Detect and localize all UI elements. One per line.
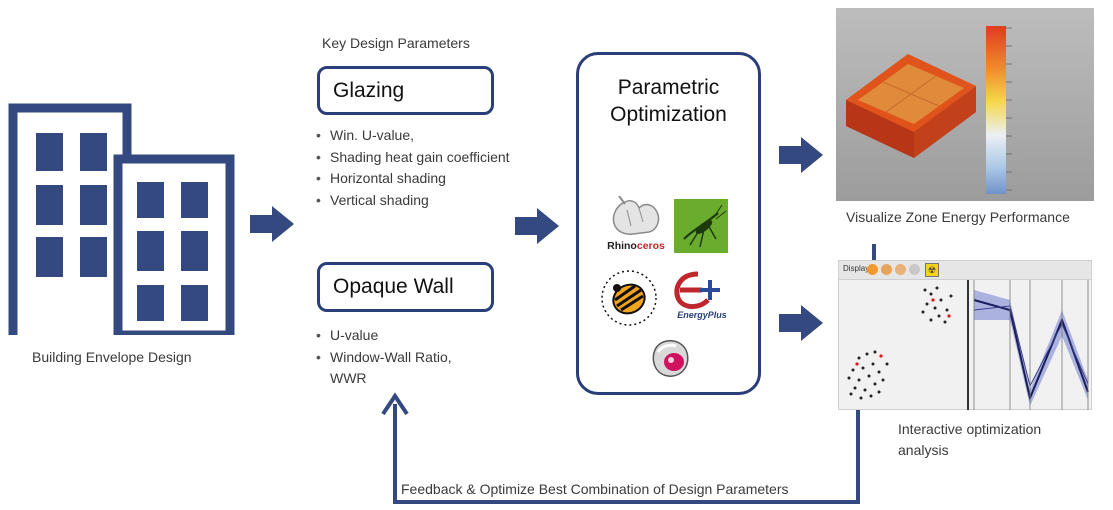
back-building <box>8 103 132 335</box>
glazing-title: Glazing <box>333 79 405 102</box>
scatter-plot <box>847 286 953 400</box>
toolbar-button[interactable] <box>909 264 920 275</box>
building-icon <box>8 103 235 335</box>
connector-line <box>872 244 876 260</box>
svg-text:EnergyPlus: EnergyPlus <box>677 310 727 320</box>
list-item: Shading heat gain coefficient <box>316 147 510 169</box>
feedback-loop-arrow <box>381 392 860 504</box>
grasshopper-logo-icon <box>674 199 728 253</box>
glazing-list: Win. U-value, Shading heat gain coeffici… <box>316 125 510 211</box>
parallel-coordinates-plot <box>973 280 1089 410</box>
interactive-caption-line2: analysis <box>898 442 949 458</box>
energy-color-scale <box>986 26 1006 194</box>
back-building-windows <box>36 133 107 277</box>
visualize-caption: Visualize Zone Energy Performance <box>846 209 1070 225</box>
radiation-icon[interactable]: ☢ <box>925 263 939 277</box>
list-item: Win. U-value, <box>316 125 510 147</box>
zone-energy-visualization <box>836 8 1094 201</box>
glazing-box: Glazing <box>317 66 494 115</box>
optimization-box <box>576 52 761 395</box>
feedback-label: Feedback & Optimize Best Combination of … <box>401 481 789 497</box>
rhinoceros-logo-icon: Rhinoceros <box>607 196 665 252</box>
interactive-caption: Interactive optimization analysis <box>898 419 1041 461</box>
display-label: Display <box>843 264 870 273</box>
svg-text:Rhinoceros: Rhinoceros <box>607 240 665 252</box>
list-item: Window-Wall Ratio, <box>316 347 452 369</box>
arrow-right-icon <box>779 305 823 341</box>
front-building-windows <box>137 182 208 321</box>
opaque-wall-title: Opaque Wall <box>333 275 454 298</box>
arrow-right-icon <box>515 208 559 244</box>
key-parameters-header: Key Design Parameters <box>322 35 470 51</box>
arrow-right-icon <box>250 206 294 242</box>
interactive-analysis-panel: Display ☢ <box>838 260 1092 410</box>
energyplus-logo-icon: EnergyPlus <box>674 271 727 320</box>
analysis-toolbar: Display ☢ <box>839 261 1091 280</box>
optimization-title-line1: Parametric <box>617 76 720 99</box>
opaque-wall-box: Opaque Wall <box>317 262 494 312</box>
list-item-continuation: WWR <box>330 370 367 386</box>
interactive-caption-line1: Interactive optimization <box>898 421 1042 437</box>
toolbar-button[interactable] <box>881 264 892 275</box>
opaque-wall-list: U-value Window-Wall Ratio, WWR <box>316 325 452 390</box>
list-item: U-value <box>316 325 452 347</box>
toolbar-button[interactable] <box>867 264 878 275</box>
building-caption: Building Envelope Design <box>32 349 192 365</box>
front-building <box>113 154 235 335</box>
toolbar-button[interactable] <box>895 264 906 275</box>
optimizer-logo-icon <box>652 340 689 377</box>
plot-divider <box>967 280 969 410</box>
arrow-right-icon <box>779 137 823 173</box>
optimization-title: Parametric Optimization <box>576 74 761 128</box>
optimization-title-line2: Optimization <box>610 103 727 126</box>
ladybug-logo-icon <box>601 270 657 326</box>
list-item: Horizontal shading <box>316 168 510 190</box>
list-item: Vertical shading <box>316 190 510 212</box>
